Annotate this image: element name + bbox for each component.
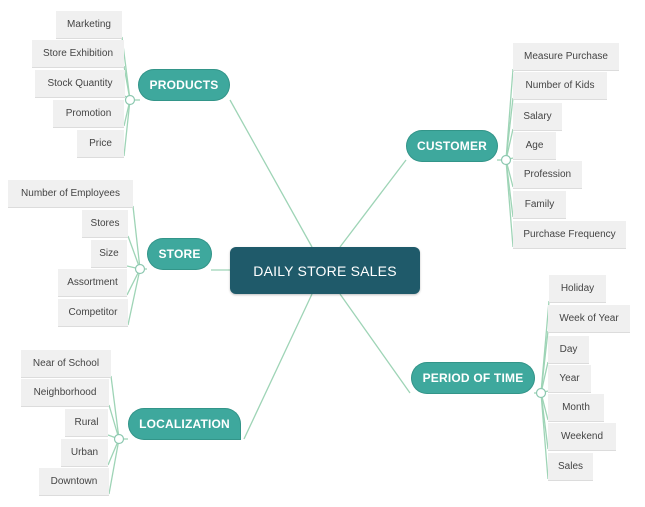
leaf-competitor[interactable]: Competitor — [58, 299, 128, 327]
customer-junction — [500, 154, 512, 166]
leaf-assortment[interactable]: Assortment — [58, 269, 127, 297]
branch-localization[interactable]: LOCALIZATION — [128, 408, 241, 440]
connector-center-period — [339, 293, 411, 394]
connector-center-products — [229, 99, 313, 248]
leaf-age[interactable]: Age — [513, 132, 556, 160]
leaf-marketing[interactable]: Marketing — [56, 11, 122, 39]
leaf-size[interactable]: Size — [91, 240, 127, 268]
leaf-number-of-employees[interactable]: Number of Employees — [8, 180, 133, 208]
branch-products[interactable]: PRODUCTS — [138, 69, 230, 101]
leaf-measure-purchase[interactable]: Measure Purchase — [513, 43, 619, 71]
connector-center-customer — [339, 159, 407, 248]
leaf-number-of-kids[interactable]: Number of Kids — [513, 72, 607, 100]
customer-leaf-connectors — [497, 68, 514, 248]
leaf-profession[interactable]: Profession — [513, 161, 582, 189]
store-junction — [134, 263, 146, 275]
leaf-promotion[interactable]: Promotion — [53, 100, 124, 128]
branch-customer[interactable]: CUSTOMER — [406, 130, 498, 162]
leaf-family[interactable]: Family — [513, 191, 566, 219]
leaf-price[interactable]: Price — [77, 130, 124, 158]
leaf-stock-quantity[interactable]: Stock Quantity — [35, 70, 125, 98]
leaf-store-exhibition[interactable]: Store Exhibition — [32, 40, 124, 68]
period-leaf-connectors — [534, 300, 550, 480]
connector-center-localization — [243, 293, 313, 440]
leaf-urban[interactable]: Urban — [61, 439, 108, 467]
leaf-neighborhood[interactable]: Neighborhood — [21, 379, 109, 407]
leaf-sales[interactable]: Sales — [548, 453, 593, 481]
leaf-purchase-frequency[interactable]: Purchase Frequency — [513, 221, 626, 249]
leaf-salary[interactable]: Salary — [513, 103, 562, 131]
store-leaf-connectors — [126, 205, 147, 326]
leaf-downtown[interactable]: Downtown — [39, 468, 109, 496]
leaf-weekend[interactable]: Weekend — [548, 423, 616, 451]
leaf-rural[interactable]: Rural — [65, 409, 108, 437]
leaf-stores[interactable]: Stores — [82, 210, 128, 238]
products-junction — [124, 94, 136, 106]
leaf-holiday[interactable]: Holiday — [549, 275, 606, 303]
leaf-month[interactable]: Month — [548, 394, 604, 422]
leaf-near-of-school[interactable]: Near of School — [21, 350, 111, 378]
leaf-year[interactable]: Year — [548, 365, 591, 393]
branch-period-of-time[interactable]: PERIOD OF TIME — [411, 362, 535, 394]
branch-store[interactable]: STORE — [147, 238, 212, 270]
period-junction — [535, 387, 547, 399]
leaf-week-of-year[interactable]: Week of Year — [548, 305, 630, 333]
central-topic[interactable]: DAILY STORE SALES — [230, 247, 420, 294]
leaf-day[interactable]: Day — [548, 336, 589, 364]
localization-junction — [113, 433, 125, 445]
